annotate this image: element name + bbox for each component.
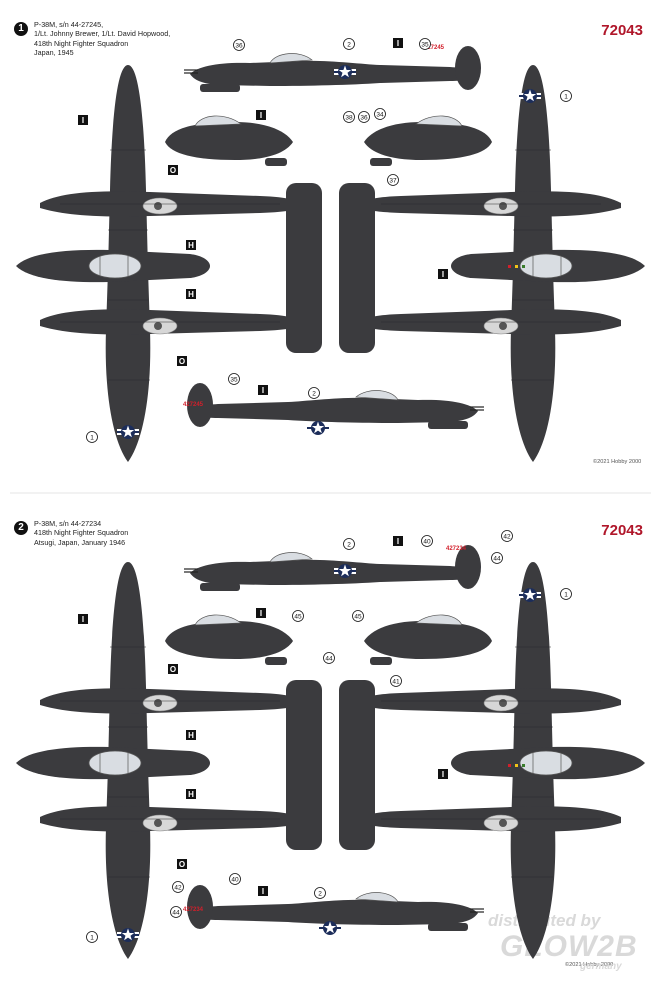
- svg-text:40: 40: [423, 539, 431, 546]
- scheme-1-line-2: 1/Lt. Johnny Brewer, 1/Lt. David Hopwood…: [34, 29, 171, 39]
- svg-text:36: 36: [360, 115, 368, 122]
- scheme-2-callouts: 2 I 40 42 44 I 45 45 44 41 I O H H O I 1…: [78, 530, 572, 943]
- svg-text:1: 1: [90, 435, 94, 442]
- scheme-1-description: P-38M, s/n 44-27245, 1/Lt. Johnny Brewer…: [34, 20, 170, 58]
- copyright-1: ©2021 Hobby 2000: [593, 459, 642, 465]
- scheme-2-line-1: P-38M, s/n 44-27234: [34, 519, 102, 528]
- svg-text:36: 36: [235, 43, 243, 50]
- svg-text:I: I: [260, 609, 262, 618]
- svg-text:I: I: [397, 39, 399, 48]
- svg-text:44: 44: [325, 656, 333, 663]
- scheme-2-nacelle-right: [363, 614, 493, 666]
- svg-text:O: O: [179, 860, 185, 869]
- scheme-1-number: 1: [14, 22, 28, 36]
- scheme-1-tail-code-top: 427245: [424, 45, 445, 51]
- svg-text:I: I: [442, 770, 444, 779]
- svg-text:38: 38: [345, 115, 353, 122]
- svg-text:44: 44: [172, 910, 180, 917]
- product-code-1: 72043: [601, 22, 643, 39]
- svg-text:45: 45: [354, 614, 362, 621]
- svg-text:35: 35: [230, 377, 238, 384]
- scheme-2-line-2: 418th Night Fighter Squadron: [34, 528, 129, 538]
- svg-text:I: I: [82, 116, 84, 125]
- scheme-2-number: 2: [14, 521, 28, 535]
- scheme-2-top-view: [15, 561, 323, 960]
- scheme-2-side-view-top: [183, 544, 482, 592]
- svg-text:42: 42: [174, 885, 182, 892]
- watermark-line-3: germany: [580, 961, 622, 972]
- scheme-1-side-view-top: [183, 45, 482, 93]
- svg-text:O: O: [179, 357, 185, 366]
- scheme-1-line-4: Japan, 1945: [34, 48, 74, 58]
- svg-text:I: I: [262, 887, 264, 896]
- svg-text:O: O: [170, 166, 176, 175]
- scheme-2-description: P-38M, s/n 44-27234 418th Night Fighter …: [34, 519, 128, 547]
- svg-text:H: H: [188, 290, 194, 299]
- svg-text:H: H: [188, 790, 194, 799]
- svg-text:2: 2: [318, 891, 322, 898]
- copyright-2: ©2021 Hobby 2000: [565, 962, 614, 968]
- svg-text:1: 1: [564, 94, 568, 101]
- svg-text:44: 44: [493, 556, 501, 563]
- svg-text:2: 2: [347, 42, 351, 49]
- scheme-1-line-1: P-38M, s/n 44-27245,: [34, 20, 104, 29]
- svg-text:H: H: [188, 731, 194, 740]
- product-code-2: 72043: [601, 522, 643, 539]
- scheme-2-nacelle-left: [164, 614, 294, 666]
- scheme-1-line-3: 418th Night Fighter Squadron: [34, 38, 129, 48]
- svg-text:45: 45: [294, 614, 302, 621]
- svg-text:42: 42: [503, 534, 511, 541]
- svg-text:I: I: [442, 270, 444, 279]
- svg-text:37: 37: [389, 178, 397, 185]
- svg-text:40: 40: [231, 877, 239, 884]
- svg-text:I: I: [397, 537, 399, 546]
- svg-text:41: 41: [392, 679, 400, 686]
- svg-text:I: I: [82, 615, 84, 624]
- scheme-1-nacelle-right: [363, 115, 493, 167]
- svg-text:1: 1: [564, 592, 568, 599]
- svg-text:34: 34: [376, 112, 384, 119]
- scheme-2-tail-code-top: 427234: [446, 546, 467, 552]
- scheme-1-nacelle-left: [164, 115, 294, 167]
- scheme-1-callouts: 36 2 I 35 I 38 36 34 37 I O H H O I 1 1 …: [78, 38, 572, 443]
- svg-text:I: I: [260, 111, 262, 120]
- scheme-2-line-3: Atsugi, Japan, January 1946: [34, 537, 126, 547]
- svg-text:2: 2: [312, 391, 316, 398]
- svg-text:O: O: [170, 665, 176, 674]
- scheme-1-side-view-bottom: [186, 382, 485, 430]
- svg-text:I: I: [262, 386, 264, 395]
- svg-text:1: 1: [90, 935, 94, 942]
- scheme-1-tail-code-bottom: 427245: [183, 402, 204, 408]
- svg-text:H: H: [188, 241, 194, 250]
- svg-text:35: 35: [421, 42, 429, 49]
- svg-text:2: 2: [347, 542, 351, 549]
- scheme-2-tail-code-bottom: 427234: [183, 907, 204, 913]
